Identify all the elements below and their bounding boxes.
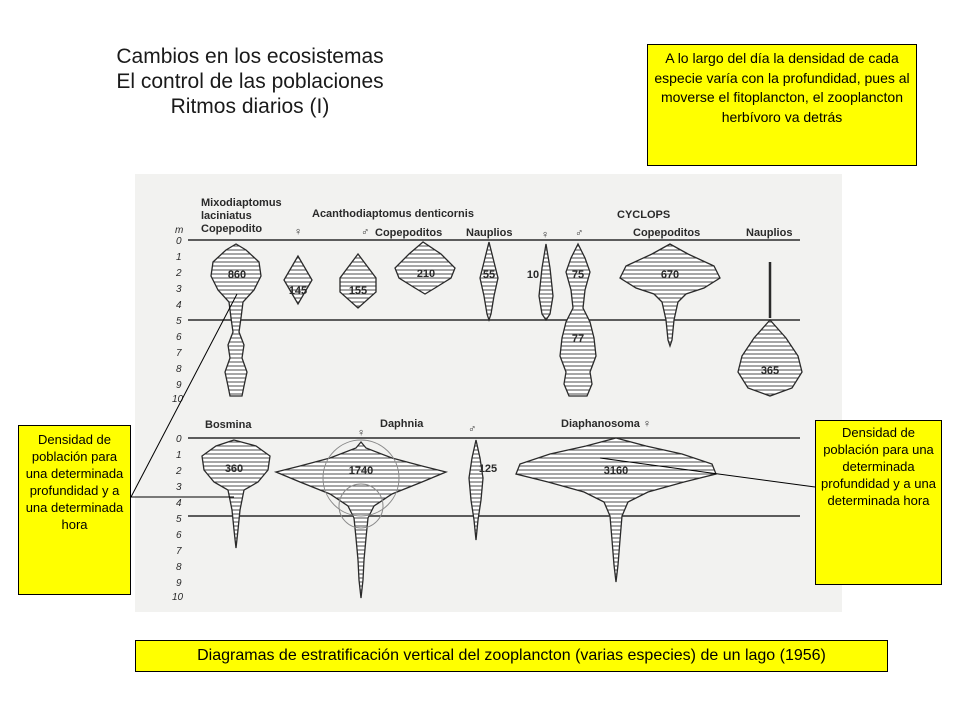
depth-tick: 4 — [176, 498, 182, 509]
value-acantho-male: 155 — [349, 285, 367, 297]
depth-tick: 3 — [176, 284, 182, 295]
value-acantho-female: 145 — [289, 285, 307, 297]
pointer-right — [599, 457, 816, 488]
bosmina-label: Bosmina — [205, 419, 252, 431]
depth-tick: 1 — [176, 450, 182, 461]
shape-acantho-female — [283, 254, 313, 306]
shape-bosmina — [201, 439, 271, 549]
reference-lines — [188, 239, 800, 517]
depth-tick: 2 — [175, 268, 182, 279]
depth-tick: 7 — [176, 348, 182, 359]
cyclops-label: CYCLOPS — [617, 209, 670, 221]
shape-cyclops-female — [538, 243, 554, 322]
depth-tick: 10 — [172, 592, 184, 603]
pointer-left-upper — [130, 293, 238, 498]
depth-tick: 0 — [176, 434, 182, 445]
upper-panel-shapes — [210, 241, 803, 397]
shape-daphnia-female — [273, 440, 449, 599]
depth-tick: 6 — [176, 332, 182, 343]
shape-acantho-male — [339, 252, 377, 309]
daphnia-circles — [322, 439, 400, 529]
note-top: A lo largo del día la densidad de cada e… — [647, 44, 917, 166]
title-line-3: Ritmos diarios (I) — [170, 95, 330, 118]
depth-tick: 7 — [176, 546, 182, 557]
value-acantho-copepoditos: 210 — [417, 268, 435, 280]
shape-daphnia-male — [468, 439, 484, 541]
depth-unit-upper: m — [175, 225, 183, 236]
shape-cyclops-male — [559, 242, 597, 397]
shape-cyclops-nauplios — [737, 319, 803, 397]
acantho-nauplios-label: Nauplios — [466, 227, 512, 239]
depth-tick: 10 — [172, 394, 184, 405]
daphnia-male-symbol: ♂ — [468, 423, 476, 435]
value-acantho-nauplios: 55 — [483, 269, 495, 281]
mixo-label-1: Mixodiaptomus — [201, 197, 282, 209]
depth-tick: 3 — [176, 482, 182, 493]
lower-panel-values: 360 1740 125 3160 — [225, 463, 628, 477]
cyclops-male-symbol: ♂ — [575, 227, 583, 239]
value-cyclops-male-upper: 75 — [572, 269, 584, 281]
value-diaphanosoma: 3160 — [604, 465, 628, 477]
title-block: Cambios en los ecosistemas El control de… — [70, 44, 430, 119]
daphnia-label: Daphnia — [380, 418, 424, 430]
depth-tick: 5 — [176, 316, 182, 327]
value-cyclops-copepoditos: 670 — [661, 269, 679, 281]
mixo-label-3: Copepodito — [201, 223, 262, 235]
depth-tick: 4 — [176, 300, 182, 311]
acantho-male-symbol: ♂ — [361, 226, 369, 238]
depth-tick: 6 — [176, 530, 182, 541]
value-cyclops-female: 10 — [527, 269, 539, 281]
shape-diaphanosoma — [515, 437, 717, 583]
depth-axis-lower: 0 1 2 3 4 5 6 7 8 9 10 — [172, 434, 184, 603]
value-cyclops-male-lower: 77 — [572, 333, 584, 345]
daphnia-female-symbol: ♀ — [357, 427, 365, 439]
value-daphnia-female: 1740 — [349, 465, 373, 477]
shape-acantho-nauplios — [479, 241, 499, 323]
shape-cyclops-copepoditos — [619, 243, 721, 349]
title-line-2: El control de las poblaciones — [116, 70, 384, 93]
cyclops-female-symbol: ♀ — [541, 229, 549, 241]
value-bosmina: 360 — [225, 463, 243, 475]
depth-tick: 2 — [175, 466, 182, 477]
lower-panel-labels: Bosmina Daphnia ♀ ♂ Diaphanosoma ♀ — [205, 418, 651, 439]
depth-tick: 0 — [176, 236, 182, 247]
acantho-copepoditos-label: Copepoditos — [375, 227, 442, 239]
value-cyclops-nauplios: 365 — [761, 365, 779, 377]
callout-pointers — [130, 293, 816, 498]
depth-axis-upper: m 0 1 2 3 4 5 6 7 8 9 10 — [172, 225, 184, 405]
note-left: Densidad de población para una determina… — [18, 425, 131, 595]
shape-mixo-copepodito — [210, 243, 262, 397]
mixo-label-2: laciniatus — [201, 210, 252, 222]
lower-panel-shapes — [201, 437, 717, 599]
diaphanosoma-label: Diaphanosoma ♀ — [561, 418, 651, 430]
title-line-1: Cambios en los ecosistemas — [116, 45, 384, 68]
cyclops-nauplios-label: Nauplios — [746, 227, 792, 239]
depth-tick: 9 — [176, 380, 182, 391]
acantho-label: Acanthodiaptomus denticornis — [312, 208, 474, 220]
value-daphnia-male: 125 — [479, 463, 497, 475]
cyclops-copepoditos-label: Copepoditos — [633, 227, 700, 239]
shape-acantho-copepoditos — [394, 241, 456, 295]
upper-panel-labels: Mixodiaptomus laciniatus Copepodito Acan… — [201, 197, 792, 241]
note-right: Densidad de población para una determina… — [815, 420, 942, 585]
depth-tick: 8 — [176, 364, 182, 375]
depth-tick: 9 — [176, 578, 182, 589]
depth-tick: 8 — [176, 562, 182, 573]
upper-panel-values: 860 145 155 210 55 10 75 77 670 365 — [228, 268, 779, 377]
caption: Diagramas de estratificación vertical de… — [135, 640, 888, 672]
acantho-female-symbol: ♀ — [294, 226, 302, 238]
depth-tick: 5 — [176, 514, 182, 525]
depth-tick: 1 — [176, 252, 182, 263]
value-mixo-copepodito: 860 — [228, 269, 246, 281]
